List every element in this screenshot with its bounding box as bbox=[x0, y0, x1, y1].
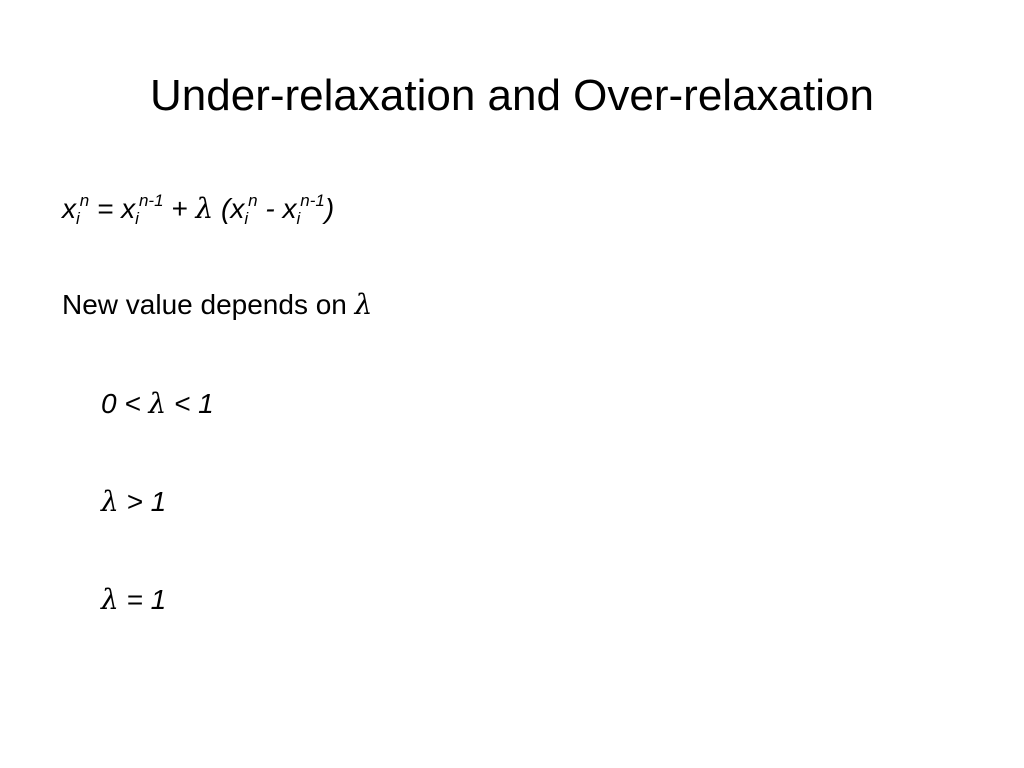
formula-lambda: λ bbox=[195, 192, 214, 225]
formula-open-paren: ( bbox=[213, 193, 231, 224]
case-over-relaxation: λ > 1 bbox=[101, 485, 166, 519]
formula-superscript-n: n bbox=[248, 191, 258, 210]
formula-subscript-i: i bbox=[135, 209, 139, 228]
lambda-symbol: λ bbox=[101, 583, 119, 616]
case-prefix: 0 < bbox=[101, 388, 149, 419]
formula-subscript-i: i bbox=[244, 209, 249, 228]
slide-title: Under-relaxation and Over-relaxation bbox=[150, 71, 874, 120]
formula-subscript-i: i bbox=[296, 209, 301, 228]
case-no-relaxation: λ = 1 bbox=[101, 583, 166, 617]
formula-minus: - bbox=[257, 193, 283, 224]
formula-subscript-i: i bbox=[76, 209, 80, 228]
formula-x: x bbox=[121, 193, 136, 224]
formula-equals: = bbox=[89, 193, 122, 224]
formula-x: x bbox=[230, 193, 245, 224]
formula-superscript-n: n bbox=[79, 191, 90, 210]
formula-superscript-n-minus-1: n-1 bbox=[300, 191, 325, 210]
depends-label: New value depends on bbox=[62, 289, 355, 320]
formula-x: x bbox=[62, 193, 76, 224]
case-suffix: < 1 bbox=[166, 388, 214, 419]
case-suffix: = 1 bbox=[118, 584, 167, 615]
depends-on-lambda-text: New value depends on λ bbox=[62, 288, 372, 322]
relaxation-formula: xin = xin-1 + λ (xin - xin-1) bbox=[62, 191, 335, 228]
formula-close-paren: ) bbox=[324, 193, 335, 224]
lambda-symbol: λ bbox=[148, 387, 167, 420]
case-suffix: > 1 bbox=[118, 486, 167, 517]
lambda-symbol: λ bbox=[101, 485, 119, 518]
formula-x: x bbox=[282, 193, 297, 224]
case-under-relaxation: 0 < λ < 1 bbox=[101, 387, 214, 421]
lambda-symbol: λ bbox=[354, 288, 373, 321]
formula-superscript-n-minus-1: n-1 bbox=[138, 191, 164, 210]
formula-plus: + bbox=[163, 193, 196, 224]
